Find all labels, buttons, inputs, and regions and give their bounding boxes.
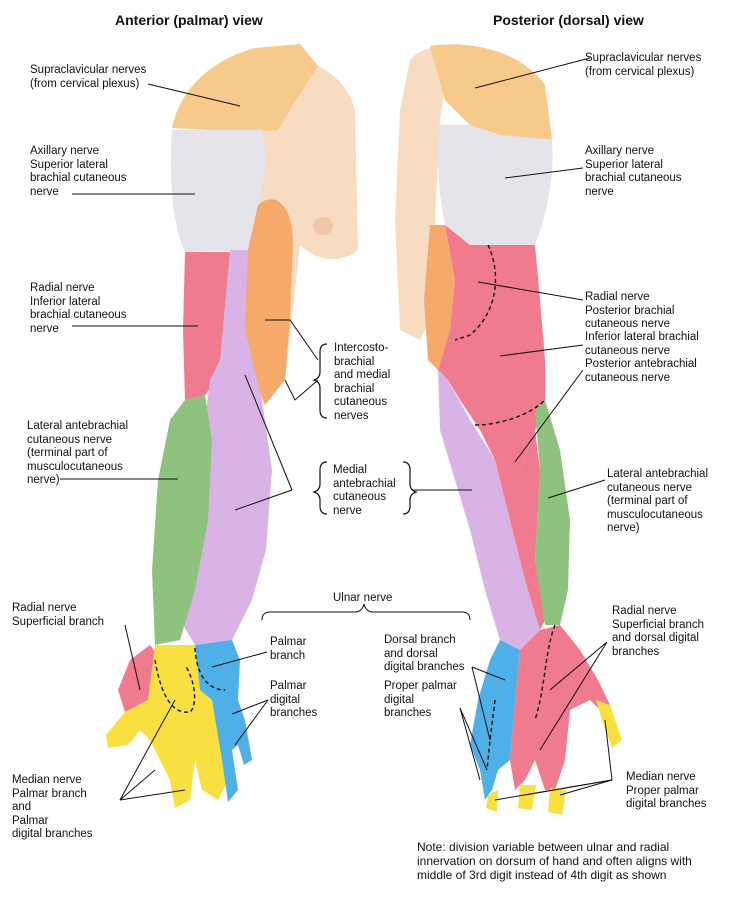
medial-brace-left — [312, 461, 328, 515]
note-text: Note: division variable between ulnar an… — [417, 840, 692, 882]
label-lateral-antebrachial-posterior: Lateral antebrachial cutaneous nerve (te… — [607, 468, 709, 534]
posterior-medial-region — [438, 370, 540, 650]
label-radial-anterior: Radial nerve Inferior lateral brachial c… — [30, 282, 127, 335]
anterior-supraclavicular-region — [172, 44, 318, 132]
label-lateral-antebrachial-anterior: Lateral antebrachial cutaneous nerve (te… — [27, 420, 129, 486]
intercosto-brace — [312, 343, 328, 419]
anterior-palmar-dashed-line — [154, 659, 196, 713]
label-radial-superficial-anterior: Radial nerve Superficial branch — [12, 602, 105, 628]
anterior-ulnar-dashed-line — [194, 647, 226, 691]
anterior-radial-hand-region — [118, 645, 158, 712]
anterior-axillary-region — [170, 130, 266, 252]
braces — [312, 343, 418, 515]
label-palmar-digital: Palmar digital branches — [270, 680, 318, 719]
posterior-lateral-antebrachial-region — [535, 400, 570, 625]
anterior-arm — [106, 44, 358, 808]
label-axillary-anterior: Axillary nerve Superior lateral brachial… — [30, 145, 127, 198]
posterior-dashed-line-elbow — [474, 399, 546, 426]
label-medial-antebrachial: Medial antebrachial cutaneous nerve — [333, 464, 396, 517]
nipple — [313, 217, 333, 235]
label-posterior-antebrachial: Posterior antebrachial cutaneous nerve — [585, 358, 697, 384]
posterior-dashed-line-upper — [454, 244, 497, 341]
posterior-view-title: Posterior (dorsal) view — [493, 12, 644, 28]
anterior-view-title: Anterior (palmar) view — [115, 12, 263, 28]
label-median-anterior: Median nerve Palmar branch and Palmar di… — [12, 774, 93, 840]
posterior-antebrachial-region — [480, 430, 545, 630]
anterior-intercostobrachial-region — [238, 199, 293, 405]
label-proper-palmar: Proper palmar digital branches — [384, 680, 457, 719]
anterior-lateral-antebrachial-region — [152, 395, 212, 645]
leader-lines — [60, 57, 613, 801]
label-ulnar-nerve: Ulnar nerve — [333, 592, 393, 604]
medial-brace-right — [402, 461, 418, 515]
anterior-median-hand-region — [106, 645, 228, 808]
label-radial-posterior: Radial nerve Posterior brachial cutaneou… — [585, 291, 675, 330]
posterior-ulnar-hand-region — [470, 640, 520, 800]
posterior-supraclavicular-region — [430, 44, 552, 140]
label-intercostobrachial: Intercosto- brachial and medial brachial… — [334, 342, 391, 422]
label-dorsal-branch: Dorsal branch and dorsal digital branche… — [384, 634, 465, 673]
anterior-ulnar-hand-region — [195, 640, 252, 802]
posterior-median-tips — [486, 700, 622, 815]
label-median-posterior: Median nerve Proper palmar digital branc… — [626, 771, 707, 810]
posterior-axillary-region — [437, 125, 553, 245]
label-radial-superficial-posterior: Radial nerve Superficial branch and dors… — [612, 605, 705, 658]
label-supraclavicular-anterior: Supraclavicular nerves (from cervical pl… — [30, 64, 147, 90]
posterior-radial-region — [438, 225, 545, 470]
label-axillary-posterior: Axillary nerve Superior lateral brachial… — [585, 145, 682, 198]
label-palmar-branch: Palmar branch — [270, 636, 307, 662]
posterior-intercostobrachial-region — [424, 225, 455, 370]
label-inferior-lateral-posterior: Inferior lateral brachial cutaneous nerv… — [585, 331, 699, 357]
posterior-arm — [395, 44, 622, 815]
posterior-radial-hand-region — [510, 625, 610, 790]
label-supraclavicular-posterior: Supraclavicular nerves (from cervical pl… — [585, 52, 702, 78]
posterior-dashed-line-hand — [534, 624, 556, 721]
